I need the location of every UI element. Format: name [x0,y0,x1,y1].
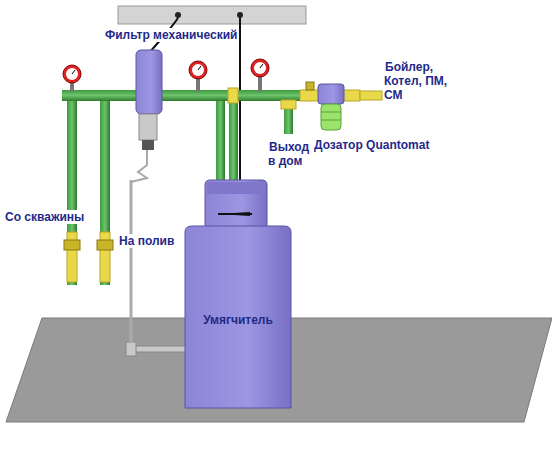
valve [281,100,296,109]
pressure-gauge [251,59,269,92]
drain-hose [131,150,147,182]
label-box: На полив [118,234,175,248]
label-box: Бойлер, Котел, ПМ, СМ [384,60,460,102]
pipe [216,95,225,190]
label-box: Дозатор Quantomat [313,138,430,152]
ball-valve [97,240,113,250]
drain-hose [130,180,133,342]
part-label: Со скважины [4,210,85,224]
main-pipe [62,90,302,101]
ball-valve [64,240,80,250]
valve [228,88,238,103]
part-label: Бойлер, Котел, ПМ, СМ [384,60,447,102]
softener [185,180,291,408]
node-label: Умягчитель [203,313,273,327]
pipe-brass [360,91,382,100]
pressure-gauge [189,61,207,92]
mechanical-filter [136,50,162,150]
pipe [229,95,238,190]
label-box: Фильтр механический [104,28,238,42]
pipe [100,95,110,285]
cable [239,18,241,185]
part-label: Фильтр механический [104,28,238,42]
softener-body: Умягчитель [185,232,291,408]
part-label: На полив [118,234,175,248]
part-label: Выход в дом [268,140,309,168]
dosing-unit [318,84,344,130]
drain-fitting [126,342,136,356]
label-box: Со скважины [4,210,85,224]
pipe [67,95,77,285]
wall-bracket [118,6,306,24]
label-box: Выход в дом [268,140,316,168]
pressure-gauge [63,65,81,92]
valve-handle [306,82,314,90]
part-label: Дозатор Quantomat [313,138,430,152]
